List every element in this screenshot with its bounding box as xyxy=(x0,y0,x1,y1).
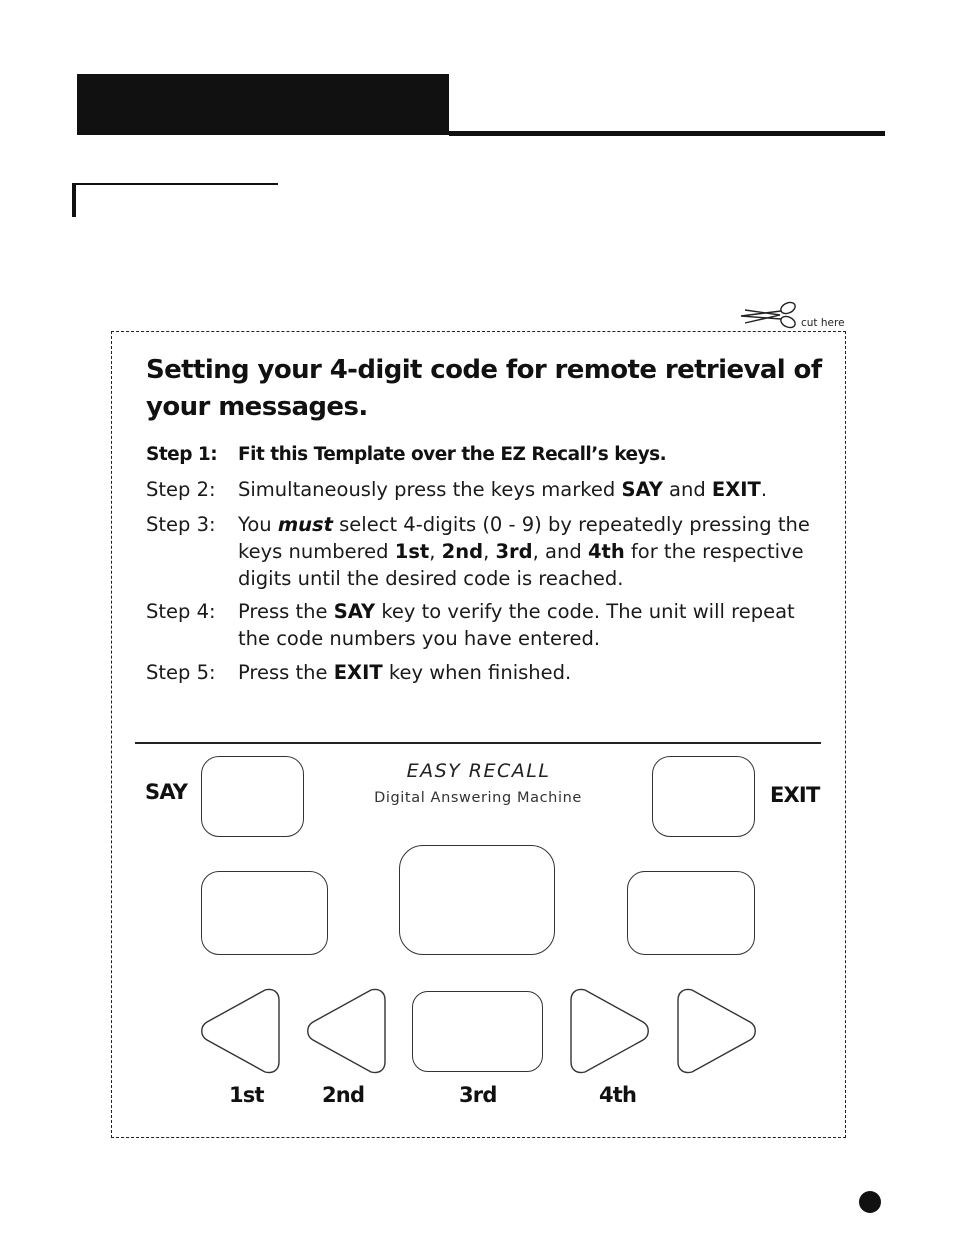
step-text-run: key to verify the code. The unit will re… xyxy=(238,600,795,650)
step-text: Fit this Template over the EZ Recall’s k… xyxy=(238,441,828,468)
step-text: Simultaneously press the keys marked SAY… xyxy=(238,476,828,503)
left-mid-key[interactable] xyxy=(201,871,328,955)
step-text-run: key when finished. xyxy=(382,661,572,684)
step-text: Press the SAY key to verify the code. Th… xyxy=(238,598,828,652)
step-text-run: Fit this Template over the EZ Recall’s k… xyxy=(238,444,667,465)
right-mid-key[interactable] xyxy=(627,871,755,955)
fourth-digit-key[interactable] xyxy=(567,988,651,1074)
center-key[interactable] xyxy=(399,845,555,955)
second-digit-key[interactable] xyxy=(305,988,389,1074)
exit-label: EXIT xyxy=(770,783,820,807)
keypad-divider xyxy=(135,742,821,744)
step-text-run: You xyxy=(238,513,278,536)
template-title: Setting your 4-digit code for remote ret… xyxy=(146,355,822,422)
right-arrow-key[interactable] xyxy=(674,988,758,1074)
third-digit-label: 3rd xyxy=(459,1083,497,1107)
step-label: Step 4: xyxy=(146,600,216,623)
step-text-run: EXIT xyxy=(711,478,761,501)
step-label: Step 3: xyxy=(146,513,216,536)
exit-key[interactable] xyxy=(652,756,755,837)
step-label: Step 1: xyxy=(146,444,218,465)
header-rule xyxy=(449,131,885,136)
scissors-icon xyxy=(740,301,796,329)
step-text-run: for the respective digits until the desi… xyxy=(238,540,804,590)
step-text-run: Press the xyxy=(238,661,334,684)
step-text-run: SAY xyxy=(621,478,663,501)
step-text-run: 3rd xyxy=(495,540,533,563)
step-text-run: 2nd xyxy=(441,540,484,563)
second-digit-label: 2nd xyxy=(322,1083,365,1107)
step-text-run: Simultaneously press the keys marked xyxy=(238,478,622,501)
step-text-run: Press the xyxy=(238,600,334,623)
third-digit-key[interactable] xyxy=(412,991,543,1072)
step-label: Step 2: xyxy=(146,478,216,501)
step-text-run: 4th xyxy=(587,540,625,563)
page-marker-dot xyxy=(859,1191,881,1213)
step-text-run: 1st xyxy=(394,540,430,563)
step-text: Press the EXIT key when finished. xyxy=(238,659,828,686)
step-text-run: SAY xyxy=(333,600,376,623)
header-bar xyxy=(77,74,449,135)
step-text: You must select 4-digits (0 - 9) by repe… xyxy=(238,511,828,592)
section-rule xyxy=(72,183,278,185)
say-key[interactable] xyxy=(201,756,304,837)
first-digit-label: 1st xyxy=(229,1083,265,1107)
step-text-run: , and xyxy=(532,540,588,563)
step-text-run: . xyxy=(760,478,768,501)
step-text-run: EXIT xyxy=(333,661,383,684)
step-text-run: must xyxy=(277,513,333,536)
brand-name: EASY RECALL xyxy=(406,760,551,782)
step-text-run: , xyxy=(429,540,442,563)
first-digit-key[interactable] xyxy=(199,988,283,1074)
step-label: Step 5: xyxy=(146,661,216,684)
cut-out-border xyxy=(111,331,846,1138)
fourth-digit-label: 4th xyxy=(599,1083,637,1107)
brand-subtitle: Digital Answering Machine xyxy=(374,790,582,806)
say-label: SAY xyxy=(145,780,188,804)
step-text-run: select 4-digits (0 - 9) by repeatedly pr… xyxy=(238,513,810,563)
section-rule-marker xyxy=(72,183,76,217)
step-text-run: , xyxy=(483,540,496,563)
step-text-run: and xyxy=(662,478,712,501)
cut-here-label: cut here xyxy=(801,317,845,329)
